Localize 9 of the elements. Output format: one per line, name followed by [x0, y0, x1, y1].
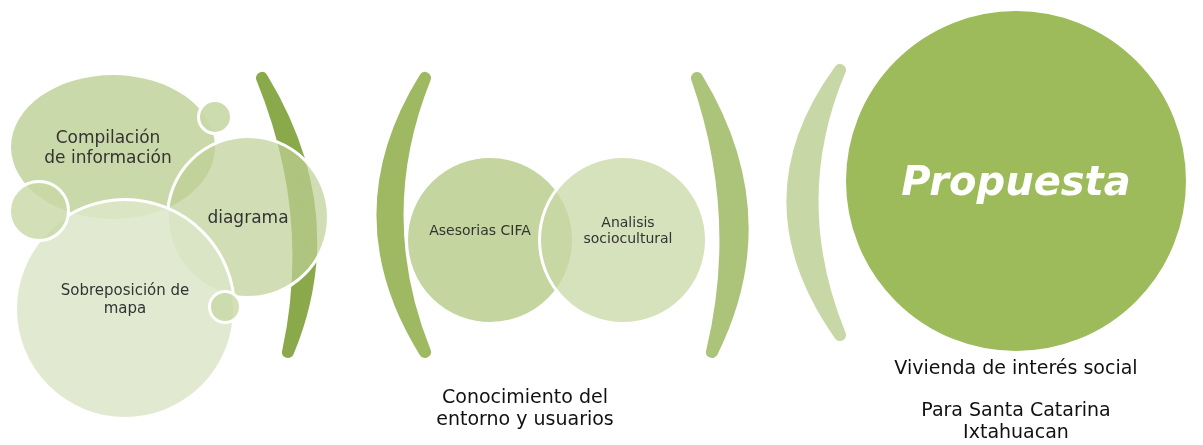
caption-text: Vivienda de interés social — [893, 356, 1139, 378]
node-text: Propuesta — [900, 158, 1132, 204]
node-text: diagrama — [206, 207, 290, 227]
node-text: Asesorias CIFA — [428, 222, 532, 238]
node-text: Compilación de información — [43, 127, 173, 167]
node-text: Sobreposición de mapa — [59, 281, 191, 317]
caption-text: Conocimiento del entorno y usuarios — [435, 385, 615, 429]
caption-text: Para Santa Catarina Ixtahuacan — [920, 398, 1112, 442]
node-text: Analisis sociocultural — [582, 214, 674, 246]
